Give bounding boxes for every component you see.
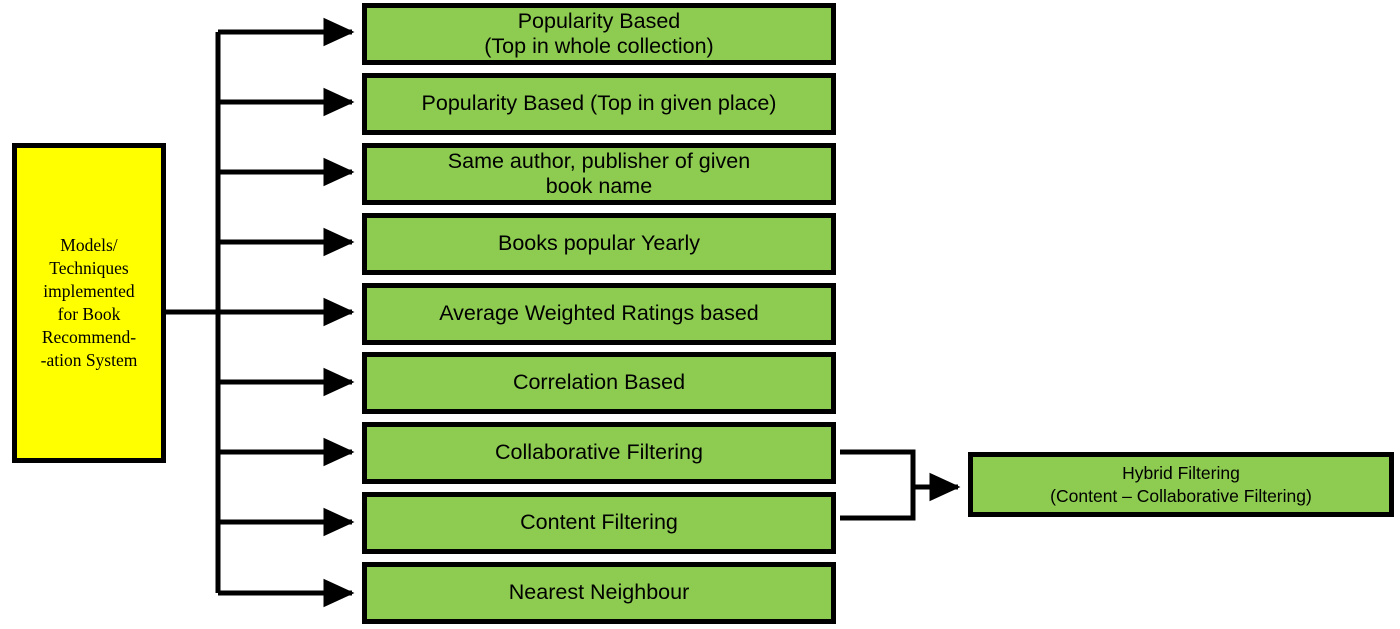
node-correlation-based-label: Correlation Based xyxy=(512,370,686,395)
node-hybrid-filtering-label: Hybrid Filtering (Content – Collaborativ… xyxy=(1050,463,1312,506)
node-collaborative-filtering[interactable]: Collaborative Filtering xyxy=(362,422,836,484)
connector-merge-bracket xyxy=(840,449,916,521)
node-average-weighted-ratings[interactable]: Average Weighted Ratings based xyxy=(362,283,836,345)
node-same-author-publisher[interactable]: Same author, publisher of given book nam… xyxy=(362,143,836,205)
node-hybrid-filtering[interactable]: Hybrid Filtering (Content – Collaborativ… xyxy=(968,452,1394,517)
node-popularity-given-place[interactable]: Popularity Based (Top in given place) xyxy=(362,73,836,135)
node-nearest-neighbour-label: Nearest Neighbour xyxy=(508,580,690,605)
node-popularity-whole-collection[interactable]: Popularity Based (Top in whole collectio… xyxy=(362,3,836,65)
node-nearest-neighbour[interactable]: Nearest Neighbour xyxy=(362,562,836,624)
node-popularity-given-place-label: Popularity Based (Top in given place) xyxy=(421,91,777,116)
node-same-author-publisher-label: Same author, publisher of given book nam… xyxy=(447,148,751,198)
node-correlation-based[interactable]: Correlation Based xyxy=(362,352,836,414)
node-collaborative-filtering-label: Collaborative Filtering xyxy=(495,440,703,465)
node-average-weighted-ratings-label: Average Weighted Ratings based xyxy=(439,301,759,326)
node-content-filtering-label: Content Filtering xyxy=(520,510,678,535)
node-content-filtering[interactable]: Content Filtering xyxy=(362,492,836,554)
node-models-techniques-label: Models/ Techniques implemented for Book … xyxy=(40,234,138,371)
node-books-popular-yearly-label: Books popular Yearly xyxy=(497,231,700,256)
node-popularity-whole-collection-label: Popularity Based (Top in whole collectio… xyxy=(484,8,714,58)
node-books-popular-yearly[interactable]: Books popular Yearly xyxy=(362,213,836,275)
node-models-techniques[interactable]: Models/ Techniques implemented for Book … xyxy=(12,143,166,463)
